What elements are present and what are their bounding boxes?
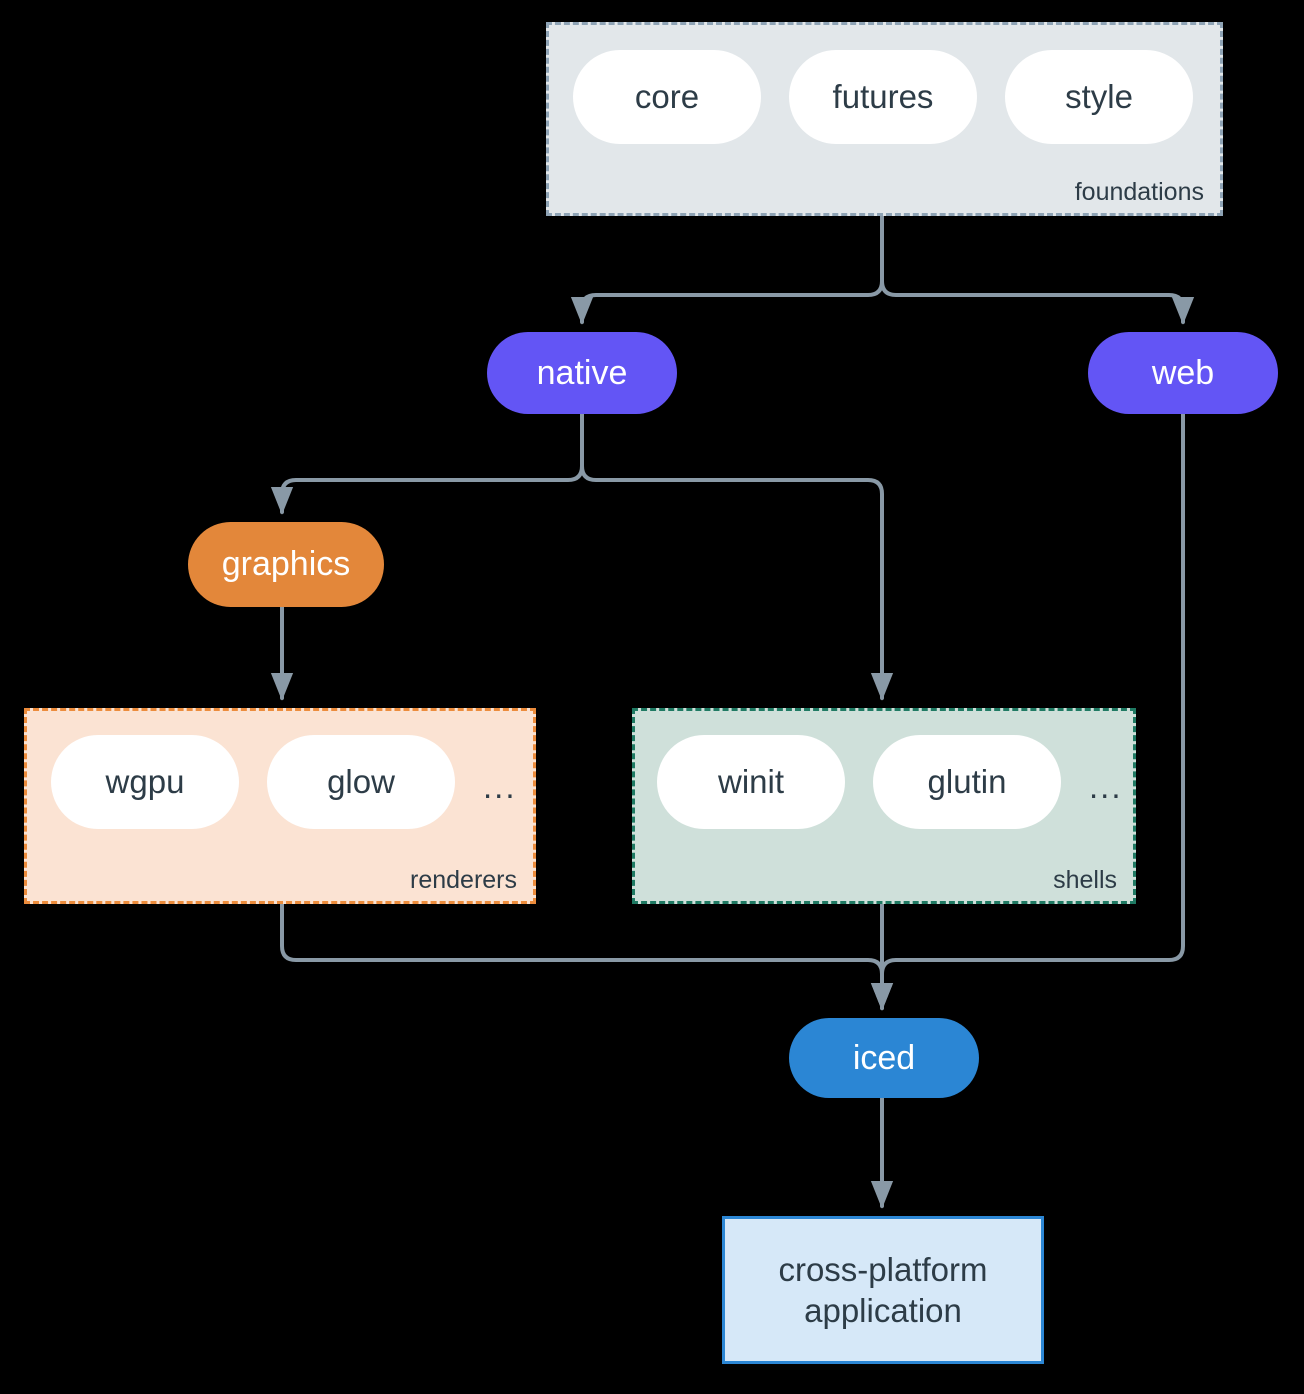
application-line-2: application: [804, 1292, 962, 1329]
cluster-label-foundations: foundations: [1074, 178, 1204, 206]
node-cross-platform-application[interactable]: cross-platform application: [722, 1216, 1044, 1364]
node-web[interactable]: web: [1088, 332, 1278, 414]
edge-foundations-native: [570, 214, 884, 325]
application-line-1: cross-platform: [778, 1250, 988, 1288]
node-glutin[interactable]: glutin: [873, 735, 1061, 829]
edge-native-graphics: [270, 412, 584, 515]
cluster-label-shells: shells: [1053, 866, 1117, 894]
node-graphics[interactable]: graphics: [188, 522, 384, 607]
edge-native-shells: [580, 464, 894, 701]
edge-renderers-iced: [280, 902, 894, 1011]
node-native[interactable]: native: [487, 332, 677, 414]
node-core[interactable]: core: [573, 50, 761, 144]
node-glow[interactable]: glow: [267, 735, 455, 829]
node-wgpu[interactable]: wgpu: [51, 735, 239, 829]
node-futures[interactable]: futures: [789, 50, 977, 144]
node-winit[interactable]: winit: [657, 735, 845, 829]
renderers-ellipsis: ...: [483, 768, 517, 805]
node-iced[interactable]: iced: [789, 1018, 979, 1098]
cluster-label-renderers: renderers: [410, 866, 517, 894]
edge-foundations-web: [880, 279, 1195, 325]
shells-ellipsis: ...: [1089, 768, 1123, 805]
node-style[interactable]: style: [1005, 50, 1193, 144]
